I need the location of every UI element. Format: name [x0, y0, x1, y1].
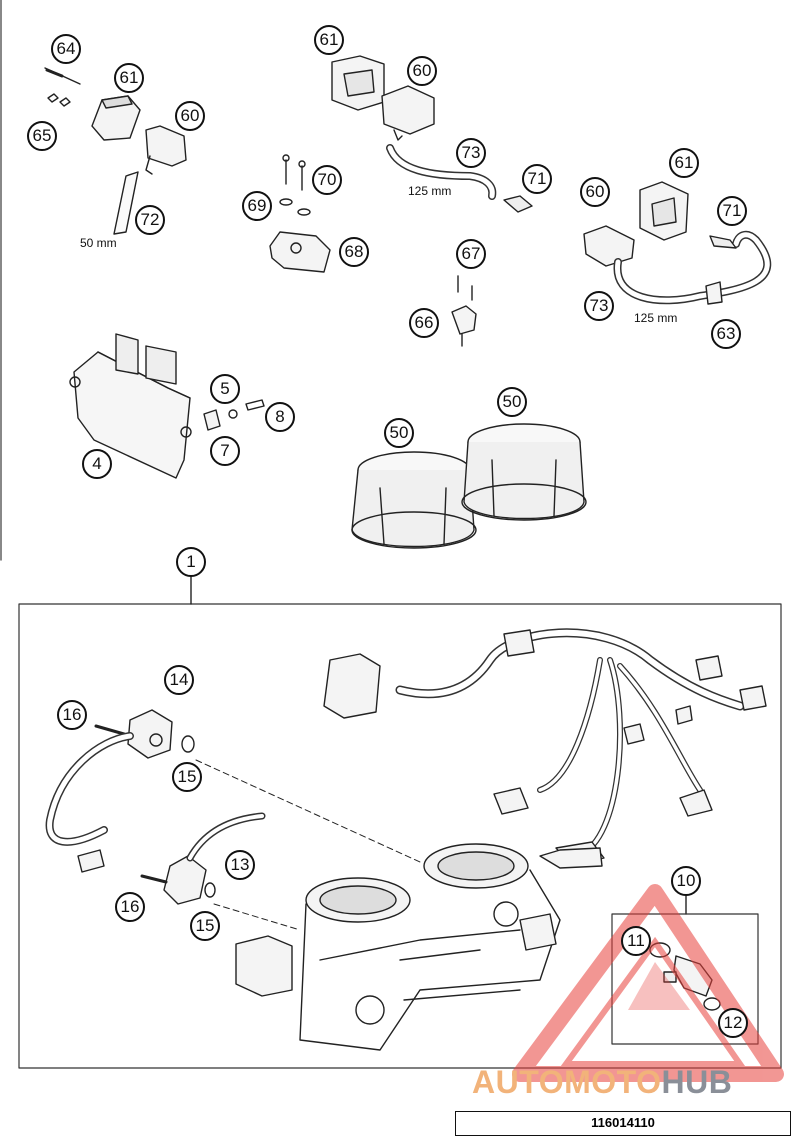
sensor-66-group	[451, 275, 477, 347]
callout-63: 63	[711, 319, 741, 349]
sensor-group-middle	[331, 55, 533, 213]
callout-7: 7	[210, 436, 240, 466]
callout-16: 16	[57, 700, 87, 730]
callout-71: 71	[717, 196, 747, 226]
callout-73: 73	[456, 138, 486, 168]
callout-60: 60	[580, 177, 610, 207]
callout-61: 61	[314, 25, 344, 55]
watermark-text: AUTOMOTOHUB	[472, 1064, 732, 1101]
callout-68: 68	[339, 237, 369, 267]
callout-60: 60	[175, 101, 205, 131]
callout-66: 66	[409, 308, 439, 338]
callout-50: 50	[497, 387, 527, 417]
callout-15: 15	[190, 911, 220, 941]
callout-8: 8	[265, 402, 295, 432]
callout-50: 50	[384, 418, 414, 448]
sensor-group-right	[583, 181, 772, 305]
callout-4: 4	[82, 449, 112, 479]
dimension-label: 50 mm	[80, 236, 117, 250]
callout-65: 65	[27, 121, 57, 151]
callout-12: 12	[718, 1008, 748, 1038]
dimension-label: 125 mm	[634, 311, 678, 325]
sensor-14-assembly	[45, 709, 421, 873]
callout-70: 70	[312, 165, 342, 195]
callout-10: 10	[671, 866, 701, 896]
watermark-logo	[512, 884, 784, 1082]
callout-61: 61	[669, 148, 699, 178]
callout-1: 1	[176, 547, 206, 577]
part-code-box: 116014110	[455, 1111, 791, 1136]
throttle-body	[235, 843, 603, 1051]
callout-60: 60	[407, 56, 437, 86]
callout-16: 16	[115, 892, 145, 922]
callout-64: 64	[51, 34, 81, 64]
assembly-frame	[18, 603, 782, 1069]
callout-73: 73	[584, 291, 614, 321]
callout-72: 72	[135, 205, 165, 235]
callout-61: 61	[114, 63, 144, 93]
bracket-group	[269, 154, 331, 273]
callout-69: 69	[242, 191, 272, 221]
callout-15: 15	[172, 762, 202, 792]
callout-67: 67	[456, 239, 486, 269]
wiring-harness	[323, 628, 767, 867]
callout-14: 14	[164, 665, 194, 695]
intake-funnels	[351, 423, 587, 549]
dimension-label: 125 mm	[408, 184, 452, 198]
sensor-13-assembly	[140, 812, 301, 931]
watermark-part-a: AUTOMOTO	[472, 1064, 662, 1100]
watermark-part-b: HUB	[661, 1064, 733, 1100]
callout-11: 11	[621, 926, 651, 956]
callout-13: 13	[225, 850, 255, 880]
callout-5: 5	[210, 374, 240, 404]
ecu-group	[69, 333, 265, 479]
callout-71: 71	[522, 164, 552, 194]
sensor-group-left	[44, 67, 187, 235]
